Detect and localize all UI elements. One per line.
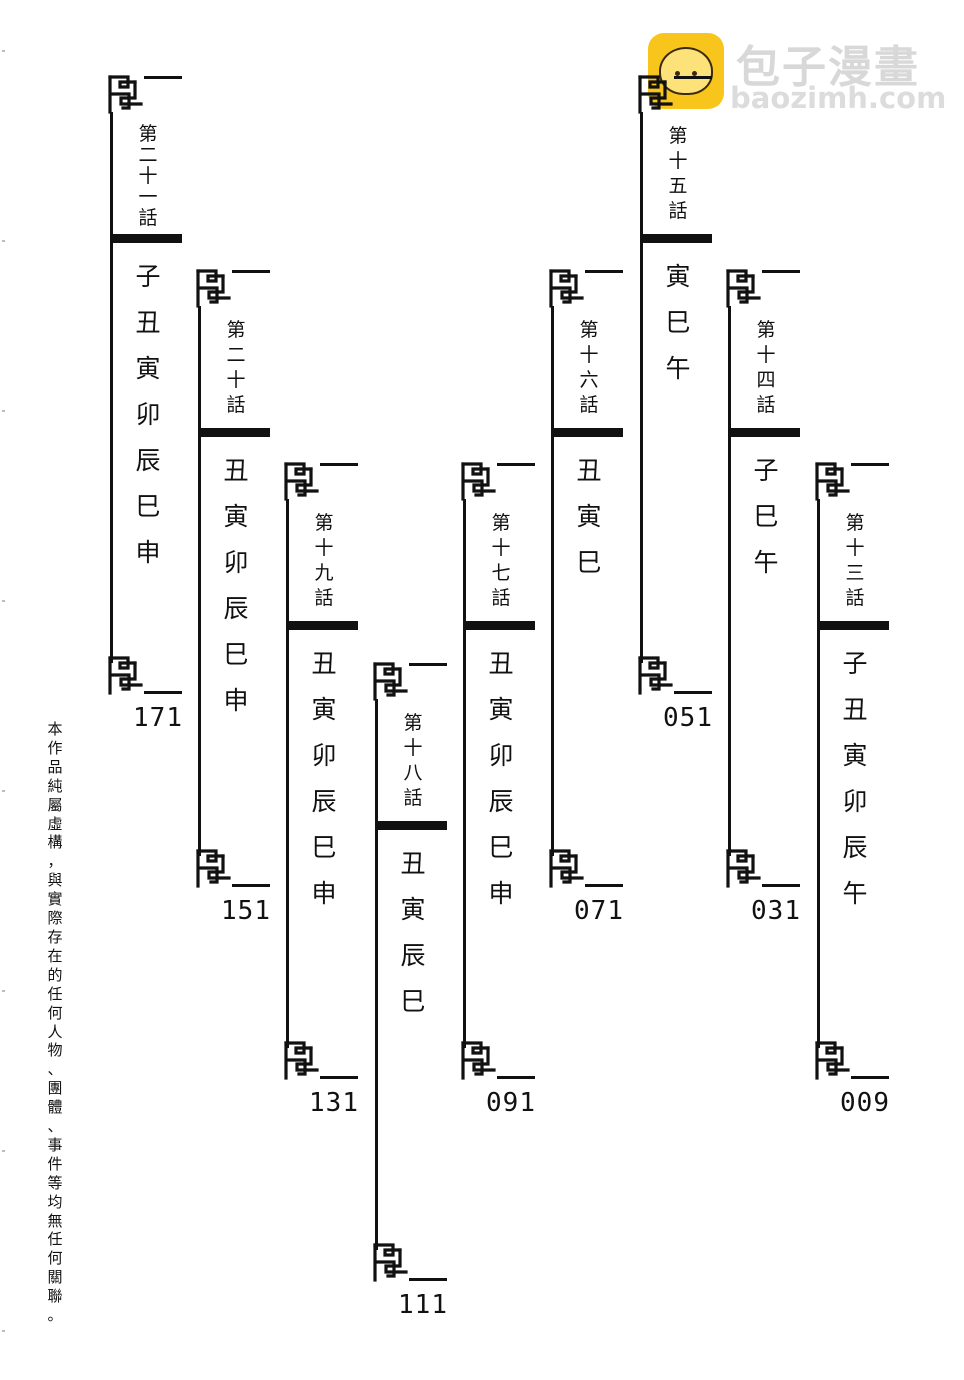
title-divider xyxy=(728,428,800,437)
chapter-column: 第二十話丑寅卯辰巳申 151 xyxy=(196,268,276,928)
chapter-column: 第十八話丑寅辰巳 111 xyxy=(373,661,453,1322)
chapter-column: 第十五話寅巳午 051 xyxy=(638,74,718,735)
chapter-title: 第二十話 xyxy=(226,319,246,416)
top-rule xyxy=(320,463,358,466)
page-number: 051 xyxy=(663,703,713,733)
top-rule xyxy=(762,270,800,273)
title-divider xyxy=(817,621,889,630)
zodiac-signs: 丑寅卯辰巳申 xyxy=(223,456,249,715)
page-number: 111 xyxy=(398,1290,448,1320)
bottom-rule xyxy=(851,1076,889,1079)
meander-ornament-icon xyxy=(461,461,501,505)
bottom-rule xyxy=(409,1278,447,1281)
bottom-rule xyxy=(144,691,182,694)
zodiac-signs: 子丑寅卯辰午 xyxy=(842,649,868,908)
page-number: 151 xyxy=(221,896,271,926)
meander-ornament-icon xyxy=(815,461,855,505)
top-rule xyxy=(497,463,535,466)
zodiac-signs: 寅巳午 xyxy=(665,262,691,383)
zodiac-signs: 子丑寅卯辰巳申 xyxy=(135,262,161,567)
chapter-title: 第十六話 xyxy=(579,319,599,416)
column-rule xyxy=(198,306,201,856)
watermark-url: baozimh.com xyxy=(730,81,947,115)
chapter-column: 第十九話丑寅卯辰巳申 131 xyxy=(284,461,364,1120)
meander-ornament-icon xyxy=(373,1242,413,1286)
disclaimer: 本作品純屬虛構，與實際存在的任何人物、團體、事件等均無任何關聯。 xyxy=(47,720,63,1325)
top-rule xyxy=(409,663,447,666)
page-number: 091 xyxy=(486,1088,536,1118)
meander-ornament-icon xyxy=(196,848,236,892)
page-number: 171 xyxy=(133,703,183,733)
chapter-column: 第十四話子巳午 031 xyxy=(726,268,806,928)
column-rule xyxy=(110,112,113,663)
watermark: 包子漫畫 baozimh.com xyxy=(648,33,948,115)
meander-ornament-icon xyxy=(726,848,766,892)
chapter-title: 第十八話 xyxy=(403,712,423,809)
title-divider xyxy=(110,234,182,243)
zodiac-signs: 丑寅卯辰巳申 xyxy=(488,649,514,908)
baozi-logo-icon xyxy=(648,33,724,109)
title-divider xyxy=(463,621,535,630)
bottom-rule xyxy=(762,884,800,887)
meander-ornament-icon xyxy=(549,848,589,892)
top-rule xyxy=(144,76,182,79)
chapter-column: 第十六話丑寅巳 071 xyxy=(549,268,629,928)
zodiac-signs: 丑寅巳 xyxy=(576,456,602,577)
column-rule xyxy=(286,499,289,1048)
page-number: 031 xyxy=(751,896,801,926)
top-rule xyxy=(851,463,889,466)
page-number: 131 xyxy=(309,1088,359,1118)
column-rule xyxy=(728,306,731,856)
chapter-title: 第十七話 xyxy=(491,512,511,609)
title-divider xyxy=(198,428,270,437)
chapter-title: 第十三話 xyxy=(845,512,865,609)
meander-ornament-icon xyxy=(284,1040,324,1084)
chapter-column: 第二十一話子丑寅卯辰巳申 171 xyxy=(108,74,188,735)
chapter-title: 第十四話 xyxy=(756,319,776,416)
meander-ornament-icon xyxy=(461,1040,501,1084)
bottom-rule xyxy=(497,1076,535,1079)
meander-ornament-icon xyxy=(196,268,236,312)
zodiac-signs: 子巳午 xyxy=(753,456,779,577)
meander-ornament-icon xyxy=(373,661,413,705)
bottom-rule xyxy=(232,884,270,887)
column-rule xyxy=(817,499,820,1048)
zodiac-signs: 丑寅辰巳 xyxy=(400,849,426,1016)
meander-ornament-icon xyxy=(108,655,148,699)
meander-ornament-icon xyxy=(284,461,324,505)
meander-ornament-icon xyxy=(108,74,148,118)
bottom-rule xyxy=(320,1076,358,1079)
chapter-title: 第十五話 xyxy=(668,125,688,222)
bottom-rule xyxy=(585,884,623,887)
bottom-rule xyxy=(674,691,712,694)
chapter-title: 第十九話 xyxy=(314,512,334,609)
top-rule xyxy=(585,270,623,273)
title-divider xyxy=(551,428,623,437)
chapter-column: 第十七話丑寅卯辰巳申 091 xyxy=(461,461,541,1120)
top-rule xyxy=(232,270,270,273)
chapter-column: 第十三話子丑寅卯辰午 009 xyxy=(815,461,895,1120)
column-rule xyxy=(375,699,378,1250)
column-rule xyxy=(640,112,643,663)
title-divider xyxy=(640,234,712,243)
title-divider xyxy=(286,621,358,630)
top-rule xyxy=(674,76,712,79)
watermark-brand: 包子漫畫 xyxy=(736,42,920,93)
meander-ornament-icon xyxy=(815,1040,855,1084)
column-rule xyxy=(551,306,554,856)
chapter-title: 第二十一話 xyxy=(138,123,158,229)
page-number: 009 xyxy=(840,1088,890,1118)
column-rule xyxy=(463,499,466,1048)
meander-ornament-icon xyxy=(638,74,678,118)
meander-ornament-icon xyxy=(549,268,589,312)
page-number: 071 xyxy=(574,896,624,926)
meander-ornament-icon xyxy=(726,268,766,312)
zodiac-signs: 丑寅卯辰巳申 xyxy=(311,649,337,908)
title-divider xyxy=(375,821,447,830)
meander-ornament-icon xyxy=(638,655,678,699)
